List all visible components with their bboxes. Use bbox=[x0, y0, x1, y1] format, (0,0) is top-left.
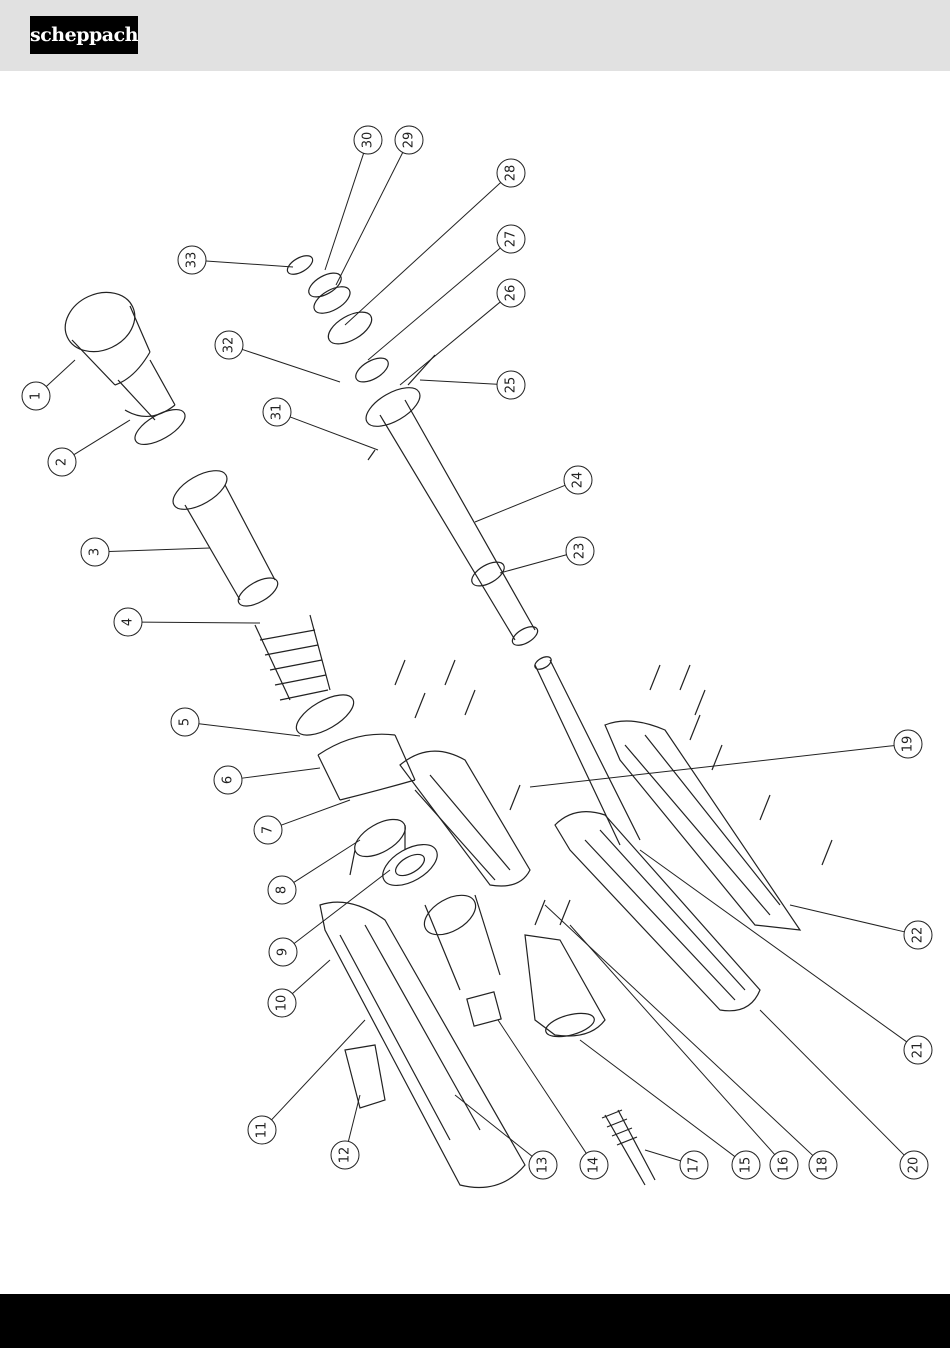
callout-2: 2 bbox=[48, 420, 130, 476]
callout-4: 4 bbox=[114, 608, 260, 636]
leader-line bbox=[292, 960, 330, 994]
callout-5: 5 bbox=[171, 708, 300, 736]
callout-number: 27 bbox=[504, 231, 519, 248]
leader-line bbox=[74, 420, 130, 455]
leader-line bbox=[640, 850, 907, 1042]
callout-number: 25 bbox=[504, 377, 519, 394]
leader-line bbox=[142, 622, 260, 623]
leader-line bbox=[348, 1095, 360, 1141]
callout-13: 13 bbox=[455, 1095, 557, 1179]
callout-3: 3 bbox=[81, 538, 210, 566]
callout-number: 5 bbox=[178, 718, 193, 726]
callout-number: 14 bbox=[587, 1157, 602, 1174]
leader-line bbox=[242, 349, 340, 382]
leader-line bbox=[281, 800, 350, 825]
callout-number: 29 bbox=[402, 132, 417, 149]
callout-number: 15 bbox=[739, 1157, 754, 1174]
brand-logo: scheppach bbox=[30, 16, 138, 54]
callout-23: 23 bbox=[500, 537, 594, 573]
callout-number: 18 bbox=[816, 1157, 831, 1174]
callout-number: 12 bbox=[338, 1147, 353, 1164]
callout-11: 11 bbox=[248, 1020, 365, 1144]
callout-number: 8 bbox=[275, 886, 290, 894]
leader-line bbox=[790, 905, 904, 932]
callout-32: 32 bbox=[215, 331, 340, 382]
callout-7: 7 bbox=[254, 800, 350, 844]
callout-number: 10 bbox=[275, 995, 290, 1012]
page-header: scheppach bbox=[0, 0, 950, 71]
callout-number: 13 bbox=[536, 1157, 551, 1174]
leader-line bbox=[109, 548, 210, 552]
callout-number: 30 bbox=[361, 132, 376, 149]
callout-number: 32 bbox=[222, 337, 237, 354]
callout-number: 17 bbox=[687, 1157, 702, 1174]
leader-line bbox=[199, 724, 300, 736]
callout-1: 1 bbox=[22, 360, 75, 410]
page-footer bbox=[0, 1294, 950, 1348]
leader-line bbox=[345, 182, 501, 325]
leader-line bbox=[455, 1095, 532, 1156]
callout-10: 10 bbox=[268, 960, 330, 1017]
callout-number: 33 bbox=[185, 252, 200, 269]
callout-21: 21 bbox=[640, 850, 932, 1064]
leader-line bbox=[498, 1020, 586, 1153]
callout-6: 6 bbox=[214, 766, 320, 794]
brand-name: scheppach bbox=[30, 24, 138, 46]
leader-line bbox=[475, 485, 565, 522]
leader-line bbox=[420, 380, 497, 384]
leader-line bbox=[272, 1020, 365, 1120]
callout-30: 30 bbox=[325, 126, 382, 270]
callout-number: 11 bbox=[255, 1122, 270, 1139]
callout-33: 33 bbox=[178, 246, 293, 274]
callout-number: 22 bbox=[911, 927, 926, 944]
leader-line bbox=[645, 1150, 681, 1161]
callout-number: 16 bbox=[777, 1157, 792, 1174]
callout-number: 31 bbox=[270, 404, 285, 421]
callout-number: 23 bbox=[573, 543, 588, 560]
leader-line bbox=[294, 840, 360, 882]
callout-8: 8 bbox=[268, 840, 360, 904]
callout-number: 2 bbox=[55, 458, 70, 466]
leader-line bbox=[760, 1010, 904, 1155]
callout-number: 4 bbox=[121, 618, 136, 626]
callout-18: 18 bbox=[545, 905, 837, 1179]
leader-line bbox=[368, 248, 500, 360]
leader-line bbox=[400, 302, 500, 385]
leader-line bbox=[206, 261, 293, 267]
callout-31: 31 bbox=[263, 398, 378, 450]
callout-22: 22 bbox=[790, 905, 932, 949]
callout-layer: 1234567891011121314151617181920212223242… bbox=[22, 126, 932, 1179]
callout-number: 19 bbox=[901, 736, 916, 753]
callout-26: 26 bbox=[400, 279, 525, 385]
callout-number: 26 bbox=[504, 285, 519, 302]
leader-line bbox=[242, 768, 320, 778]
leader-line bbox=[530, 746, 894, 787]
callout-number: 20 bbox=[907, 1157, 922, 1174]
leader-line bbox=[336, 153, 403, 285]
leader-line bbox=[500, 555, 567, 573]
callout-number: 7 bbox=[261, 826, 276, 834]
callout-number: 24 bbox=[571, 472, 586, 489]
leader-line bbox=[325, 153, 364, 270]
callout-24: 24 bbox=[475, 466, 592, 522]
callout-12: 12 bbox=[331, 1095, 360, 1169]
callout-number: 28 bbox=[504, 165, 519, 182]
callout-number: 9 bbox=[276, 948, 291, 956]
leader-line bbox=[580, 1040, 735, 1157]
exploded-parts-diagram: 1234567891011121314151617181920212223242… bbox=[0, 71, 950, 1294]
callout-25: 25 bbox=[420, 371, 525, 399]
callout-16: 16 bbox=[570, 925, 798, 1179]
callout-number: 6 bbox=[221, 776, 236, 784]
leader-line bbox=[290, 417, 378, 450]
callout-17: 17 bbox=[645, 1150, 708, 1179]
callout-number: 1 bbox=[29, 392, 44, 400]
callout-number: 3 bbox=[88, 548, 103, 556]
leader-line bbox=[46, 360, 75, 387]
callout-29: 29 bbox=[336, 126, 423, 285]
callout-number: 21 bbox=[911, 1042, 926, 1059]
leader-line bbox=[294, 870, 390, 943]
